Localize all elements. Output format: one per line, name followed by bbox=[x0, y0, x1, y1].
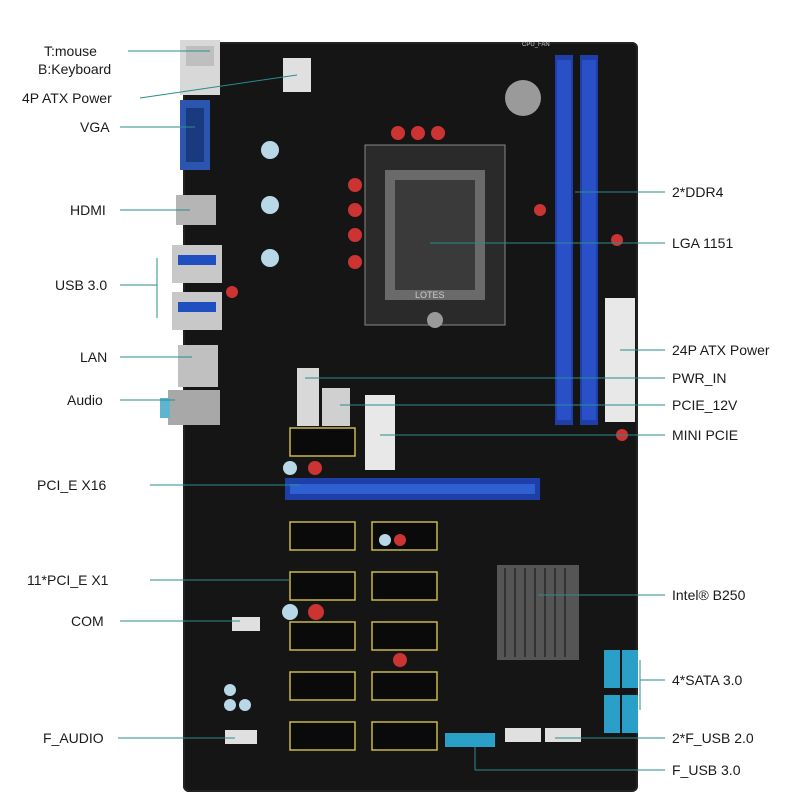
sata-port bbox=[622, 650, 638, 688]
label-minipcie: MINI PCIE bbox=[672, 427, 739, 443]
fusb2-header bbox=[505, 728, 541, 742]
pcie-x1-slot bbox=[289, 571, 356, 601]
label-b250: Intel® B250 bbox=[672, 587, 746, 603]
atx24-connector bbox=[605, 298, 635, 422]
label-pcie1: 11*PCI_E X1 bbox=[27, 572, 109, 588]
socket-brand: LOTES bbox=[415, 290, 445, 300]
com-header bbox=[232, 617, 260, 631]
label-lga: LGA 1151 bbox=[672, 235, 734, 251]
label-atx24: 24P ATX Power bbox=[672, 342, 770, 358]
label-sata: 4*SATA 3.0 bbox=[672, 672, 743, 688]
pcie-x1-slot bbox=[289, 427, 356, 457]
label-keyboard: B:Keyboard bbox=[38, 61, 112, 77]
faudio-header bbox=[225, 730, 257, 744]
lan-port bbox=[178, 345, 218, 387]
pcie-x1-slot bbox=[371, 721, 438, 751]
pcie-x1-slot bbox=[371, 621, 438, 651]
mini-pcie-slot bbox=[365, 395, 395, 470]
label-audio: Audio bbox=[67, 392, 103, 408]
sata-port bbox=[622, 695, 638, 733]
cmos-battery bbox=[505, 80, 541, 116]
pcie-x1-slot bbox=[371, 571, 438, 601]
pcie-x1-slot bbox=[371, 671, 438, 701]
pcie-x1-slot bbox=[289, 671, 356, 701]
label-lan: LAN bbox=[80, 349, 108, 365]
sata-port bbox=[604, 695, 620, 733]
fusb2-header bbox=[545, 728, 581, 742]
label-pwrin: PWR_IN bbox=[672, 370, 727, 386]
label-vga: VGA bbox=[80, 119, 110, 135]
pcie12v-connector bbox=[322, 388, 350, 426]
label-hdmi: HDMI bbox=[70, 202, 106, 218]
label-com: COM bbox=[71, 613, 104, 629]
chipset-heatsink bbox=[497, 565, 579, 660]
label-faudio: F_AUDIO bbox=[43, 730, 104, 746]
label-atx4p: 4P ATX Power bbox=[22, 90, 112, 106]
label-pcie12v: PCIE_12V bbox=[672, 397, 738, 413]
pcie-x1-slot bbox=[289, 521, 356, 551]
cpu-fan-mark: CPU_FAN bbox=[522, 42, 550, 48]
label-ddr4: 2*DDR4 bbox=[672, 184, 724, 200]
label-pcie16: PCI_E X16 bbox=[37, 477, 107, 493]
label-usb30: USB 3.0 bbox=[55, 277, 108, 293]
fusb3-header bbox=[445, 733, 495, 747]
sata-port bbox=[604, 650, 620, 688]
pcie-x1-slot bbox=[289, 621, 356, 651]
pwr-in-connector bbox=[297, 368, 319, 426]
label-fusb3: F_USB 3.0 bbox=[672, 762, 741, 778]
audio-port bbox=[168, 390, 220, 425]
label-fusb2: 2*F_USB 2.0 bbox=[672, 730, 754, 746]
label-mouse: T:mouse bbox=[44, 43, 97, 59]
pcie-x1-slot bbox=[289, 721, 356, 751]
